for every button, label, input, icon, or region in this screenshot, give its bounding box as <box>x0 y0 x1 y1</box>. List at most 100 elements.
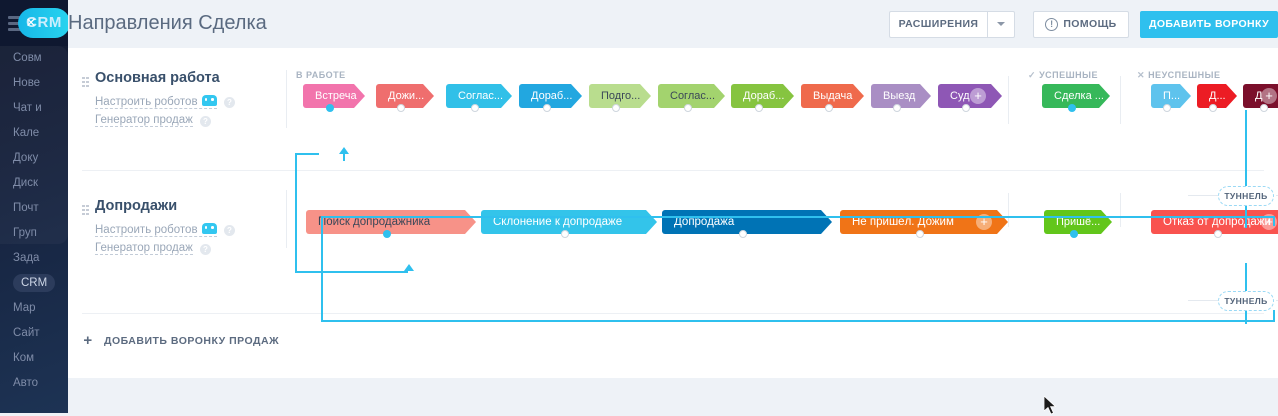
sidebar-item-12[interactable]: Ком <box>0 346 68 371</box>
sidebar-item-label: Почт <box>13 202 39 214</box>
stage-chip-progress[interactable]: Суд+ <box>938 84 1002 108</box>
stage-chip-progress[interactable]: Подго... <box>589 84 651 108</box>
add-sales-funnel-link[interactable]: + ДОБАВИТЬ ВОРОНКУ ПРОДАЖ <box>82 332 279 349</box>
stage-dot-active[interactable] <box>326 104 334 112</box>
stage-label: Суд <box>950 90 970 102</box>
stage-dot[interactable] <box>543 104 551 112</box>
stage-dot[interactable] <box>1209 104 1217 112</box>
stage-chip-progress[interactable]: Соглас... <box>658 84 725 108</box>
stage-chip-fail[interactable]: П... <box>1151 84 1191 108</box>
stage-chip-progress[interactable]: Склонение к допродаже <box>481 210 657 234</box>
sales-generator-link[interactable]: Генератор продаж <box>95 114 193 127</box>
robots-help-icon[interactable]: ? <box>224 97 235 108</box>
stage-dot[interactable] <box>755 104 763 112</box>
add-stage-icon[interactable]: + <box>970 88 986 104</box>
add-stage-icon[interactable]: + <box>1261 88 1277 104</box>
stage-dot[interactable] <box>471 104 479 112</box>
sidebar-item-3[interactable]: Кале <box>0 121 68 146</box>
stage-dot[interactable] <box>739 230 747 238</box>
stage-label: Выдача <box>813 90 852 102</box>
sidebar-item-6[interactable]: Почт <box>0 196 68 221</box>
stage-chip-progress[interactable]: Не пришёл. Дожим+ <box>840 210 1008 234</box>
stage-chip-progress[interactable]: Встреча <box>303 84 365 108</box>
stage-chip-success[interactable]: Пришё... <box>1044 210 1112 234</box>
stage-chip-progress[interactable]: Дораб... <box>731 84 794 108</box>
extensions-dropdown-button[interactable] <box>987 11 1015 38</box>
robots-help-icon[interactable]: ? <box>224 225 235 236</box>
extensions-button[interactable]: РАСШИРЕНИЯ <box>889 11 987 38</box>
connector-segment <box>321 216 1275 218</box>
divider-fail-2 <box>1120 193 1121 227</box>
generator-help-icon[interactable]: ? <box>200 116 211 127</box>
sales-generator-link[interactable]: Генератор продаж <box>95 242 193 255</box>
stage-label: Выезд <box>883 90 915 102</box>
close-icon[interactable]: ✕ <box>24 16 38 30</box>
tunnel-rail-left-1 <box>1188 195 1218 196</box>
column-header-success: ✓ УСПЕШНЫЕ <box>1028 70 1098 81</box>
sidebar-item-10[interactable]: Мар <box>0 296 68 321</box>
stage-chip-progress[interactable]: Выезд <box>871 84 931 108</box>
sidebar-item-4[interactable]: Доку <box>0 146 68 171</box>
tunnel-badge[interactable]: ТУННЕЛЬ <box>1218 291 1274 311</box>
stage-chip-progress[interactable]: Соглас... <box>446 84 512 108</box>
stage-dot[interactable] <box>825 104 833 112</box>
stage-dot[interactable] <box>916 230 924 238</box>
stage-chip-fail[interactable]: Д... <box>1197 84 1237 108</box>
sidebar-item-label: Груп <box>13 227 37 239</box>
stage-dot[interactable] <box>893 104 901 112</box>
connector-segment <box>1273 216 1275 226</box>
sidebar-item-label: Кале <box>13 127 39 139</box>
configure-robots-link[interactable]: Настроить роботов <box>95 95 217 109</box>
help-button[interactable]: !ПОМОЩЬ <box>1033 11 1129 38</box>
stage-dot-active[interactable] <box>383 230 391 238</box>
sidebar-item-1[interactable]: Нове <box>0 71 68 96</box>
stage-dot[interactable] <box>1163 104 1171 112</box>
divider-success-2 <box>1008 193 1009 227</box>
divider-success-1 <box>1008 76 1009 124</box>
cross-icon: ✕ <box>1137 70 1145 80</box>
divider-fail-1 <box>1120 76 1121 124</box>
tunnel-badge[interactable]: ТУННЕЛЬ <box>1218 186 1274 206</box>
sidebar-item-0[interactable]: Совм <box>0 46 68 71</box>
funnel-title: Допродажи <box>95 198 177 214</box>
sidebar-item-8[interactable]: Зада <box>0 246 68 271</box>
stage-dot[interactable] <box>397 104 405 112</box>
stage-chip-progress[interactable]: Дораб... <box>519 84 582 108</box>
stage-chip-success[interactable]: Сделка ... <box>1042 84 1110 108</box>
sidebar-item-label: Совм <box>13 52 42 64</box>
sidebar-item-9[interactable]: CRM <box>0 271 68 296</box>
add-sales-funnel-label: ДОБАВИТЬ ВОРОНКУ ПРОДАЖ <box>104 335 279 347</box>
stage-chip-progress[interactable]: Дожи... <box>376 84 434 108</box>
configure-robots-link[interactable]: Настроить роботов <box>95 223 217 237</box>
drag-handle-icon[interactable] <box>82 204 89 216</box>
main-page: Направления Сделка РАСШИРЕНИЯ !ПОМОЩЬ ДО… <box>40 0 1278 413</box>
connector-segment <box>295 153 297 272</box>
plus-icon: + <box>82 332 94 349</box>
stage-dot-active[interactable] <box>1068 104 1076 112</box>
stage-dot[interactable] <box>1214 230 1222 238</box>
generator-help-icon[interactable]: ? <box>200 244 211 255</box>
sidebar-item-7[interactable]: Груп <box>0 221 68 246</box>
add-funnel-button[interactable]: ДОБАВИТЬ ВОРОНКУ <box>1140 11 1278 38</box>
stage-dot[interactable] <box>962 104 970 112</box>
row-divider <box>82 313 1264 314</box>
stage-dot[interactable] <box>1260 104 1268 112</box>
stage-dot[interactable] <box>684 104 692 112</box>
sales-generator-label: Генератор продаж <box>95 114 193 126</box>
sidebar-item-11[interactable]: Сайт <box>0 321 68 346</box>
stage-dot-active[interactable] <box>1070 230 1078 238</box>
stage-chip-progress[interactable]: Выдача <box>801 84 864 108</box>
sidebar-item-13[interactable]: Авто <box>0 371 68 396</box>
sidebar-item-label: Зада <box>13 252 39 264</box>
stage-chip-progress[interactable]: Поиск допродажника <box>306 210 476 234</box>
sidebar-item-5[interactable]: Диск <box>0 171 68 196</box>
sidebar-item-label: Сайт <box>13 327 40 339</box>
connector-segment <box>321 320 1275 322</box>
sidebar-item-label: Чат и <box>13 102 42 114</box>
stage-chip-progress[interactable]: Допродажа <box>662 210 832 234</box>
drag-handle-icon[interactable] <box>82 76 89 88</box>
stage-dot[interactable] <box>561 230 569 238</box>
connector-segment <box>343 153 345 161</box>
sidebar-item-2[interactable]: Чат и <box>0 96 68 121</box>
stage-dot[interactable] <box>612 104 620 112</box>
